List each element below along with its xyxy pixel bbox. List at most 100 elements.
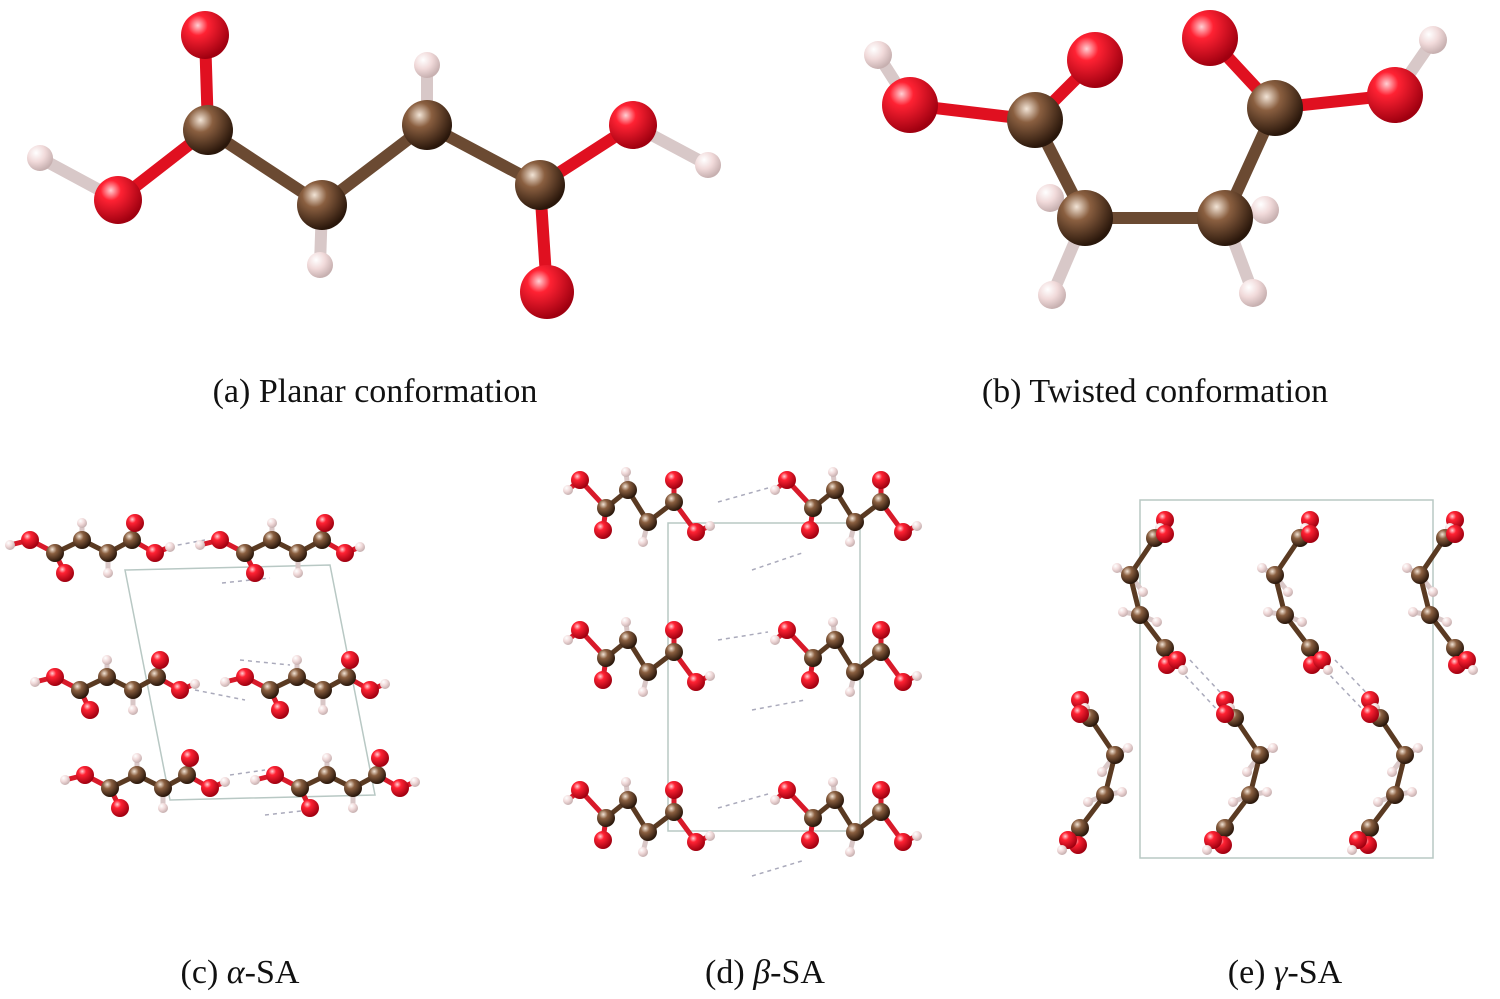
caption-c: (c) α-SA xyxy=(181,954,300,991)
oxygen-atom xyxy=(181,11,229,59)
oxygen-atom xyxy=(571,781,589,799)
oxygen-atom xyxy=(171,681,189,699)
unit-cell-outline xyxy=(124,564,376,801)
oxygen-atom xyxy=(391,779,409,797)
oxygen-atom xyxy=(894,523,912,541)
carbon-atom xyxy=(1241,786,1259,804)
carbon-atom xyxy=(1251,746,1269,764)
hydrogen-atom xyxy=(102,655,112,665)
oxygen-atom xyxy=(1156,525,1174,543)
carbon-atom xyxy=(154,779,172,797)
carbon-atom xyxy=(1396,746,1414,764)
hydrogen-atom xyxy=(705,671,715,681)
oxygen-atom xyxy=(594,671,612,689)
hydrogen-atom xyxy=(828,777,838,787)
carbon-atom xyxy=(368,766,386,784)
hydrogen-atom xyxy=(322,753,332,763)
oxygen-atom xyxy=(872,781,890,799)
hydrogen-atom xyxy=(828,467,838,477)
carbon-atom xyxy=(73,531,91,549)
carbon-atom xyxy=(1096,786,1114,804)
carbon-atom xyxy=(338,668,356,686)
oxygen-atom xyxy=(94,176,142,224)
oxygen-atom xyxy=(1168,651,1186,669)
oxygen-atom xyxy=(594,831,612,849)
hydrogen-atom xyxy=(348,803,358,813)
hydrogen-atom xyxy=(1038,281,1066,309)
oxygen-atom xyxy=(1301,525,1319,543)
hydrogen-atom xyxy=(128,705,138,715)
oxygen-atom xyxy=(1204,831,1222,849)
caption-b: (b) Twisted conformation xyxy=(982,373,1328,410)
oxygen-atom xyxy=(778,621,796,639)
hydrogen-atom xyxy=(845,537,855,547)
carbon-atom xyxy=(597,809,615,827)
oxygen-atom xyxy=(151,651,169,669)
hydrogen-bond-lines xyxy=(1179,659,1379,716)
carbon-atom xyxy=(804,499,822,517)
carbon-atom xyxy=(1131,606,1149,624)
carbon-atom xyxy=(1421,606,1439,624)
oxygen-atom xyxy=(181,749,199,767)
carbon-atom xyxy=(665,493,683,511)
hydrogen-atom xyxy=(705,831,715,841)
carbon-atom xyxy=(872,803,890,821)
carbon-atom xyxy=(515,160,565,210)
caption-e-prefix: (e) xyxy=(1228,954,1274,991)
oxygen-atom xyxy=(46,668,64,686)
carbon-atom xyxy=(597,499,615,517)
oxygen-atom xyxy=(201,779,219,797)
hydrogen-atom xyxy=(705,521,715,531)
carbon-atom xyxy=(288,668,306,686)
hydrogen-atom xyxy=(770,635,780,645)
carbon-atom xyxy=(183,105,233,155)
carbon-atom xyxy=(872,493,890,511)
hydrogen-atom xyxy=(638,687,648,697)
hydrogen-atom xyxy=(1242,767,1252,777)
oxygen-atom xyxy=(1313,651,1331,669)
molecule xyxy=(563,467,715,547)
oxygen-atom xyxy=(336,544,354,562)
hydrogen-atom xyxy=(355,542,365,552)
planar-molecule-diagram xyxy=(27,11,721,319)
hydrogen-atom xyxy=(912,521,922,531)
carbon-atom xyxy=(236,544,254,562)
oxygen-atom xyxy=(801,521,819,539)
carbon-atom xyxy=(872,643,890,661)
carbon-atom xyxy=(639,823,657,841)
hydrogen-atom xyxy=(1112,563,1122,573)
molecule xyxy=(195,514,365,582)
hydrogen-atom xyxy=(380,679,390,689)
hydrogen-atom xyxy=(912,671,922,681)
carbon-atom xyxy=(1361,819,1379,837)
oxygen-atom xyxy=(894,833,912,851)
carbon-atom xyxy=(804,809,822,827)
hydrogen-atom xyxy=(845,687,855,697)
hydrogen-atom xyxy=(158,803,168,813)
hydrogen-atom xyxy=(638,537,648,547)
carbon-atom xyxy=(619,481,637,499)
hydrogen-atom xyxy=(1387,767,1397,777)
carbon-atom xyxy=(1247,80,1303,136)
oxygen-atom xyxy=(266,766,284,784)
oxygen-atom xyxy=(594,521,612,539)
oxygen-atom xyxy=(687,523,705,541)
molecule xyxy=(770,467,922,547)
carbon-atom xyxy=(289,544,307,562)
caption-c-suffix: -SA xyxy=(245,954,300,991)
hydrogen-atom xyxy=(1138,587,1148,597)
oxygen-atom xyxy=(665,781,683,799)
carbon-atom xyxy=(128,766,146,784)
molecule xyxy=(563,777,715,857)
oxygen-atom xyxy=(316,514,334,532)
hydrogen-atom xyxy=(1407,787,1417,797)
carbon-atom xyxy=(619,791,637,809)
hydrogen-atom xyxy=(267,518,277,528)
carbon-atom xyxy=(71,681,89,699)
molecules xyxy=(5,514,420,817)
oxygen-atom xyxy=(801,671,819,689)
carbon-atom xyxy=(1446,639,1464,657)
hydrogen-atom xyxy=(1152,617,1162,627)
carbon-atom xyxy=(804,649,822,667)
carbon-atom xyxy=(846,513,864,531)
